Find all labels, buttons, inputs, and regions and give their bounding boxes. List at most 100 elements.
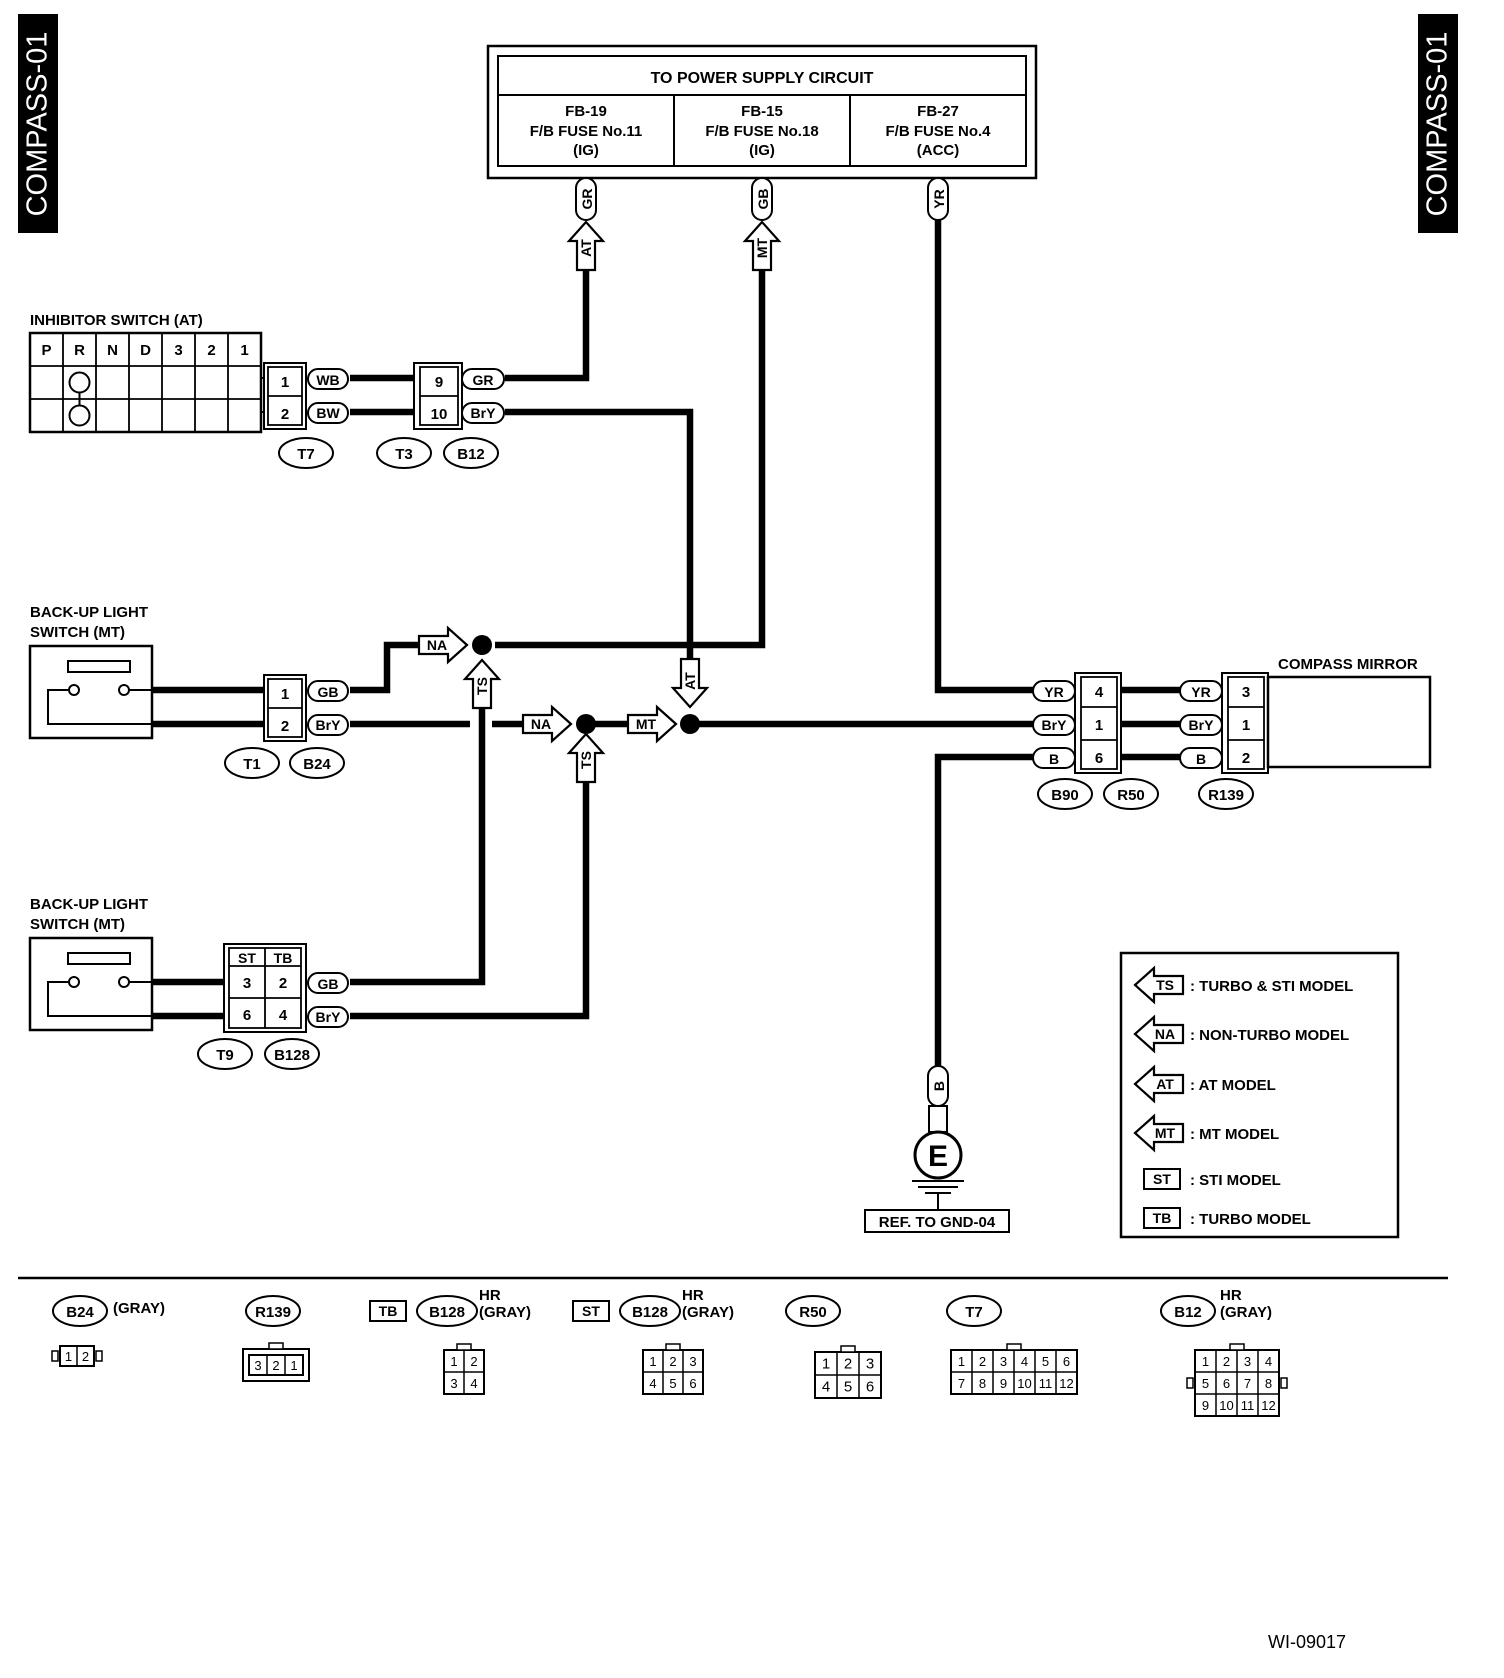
- wire-tag-bry-2: BrY: [307, 1006, 349, 1028]
- svg-text:BrY: BrY: [316, 717, 342, 733]
- svg-text:NA: NA: [427, 637, 447, 653]
- connector-pin-number: 4: [470, 1376, 477, 1391]
- inhibitor-position-label: 1: [240, 342, 248, 359]
- junction-dot: [472, 635, 492, 655]
- svg-text:B: B: [1049, 751, 1059, 767]
- connector-pin-number: 1: [822, 1356, 830, 1373]
- svg-text:2: 2: [281, 406, 289, 423]
- connector-pin-number: 7: [958, 1376, 965, 1391]
- svg-text:1: 1: [1095, 717, 1103, 734]
- fuse-3-mode: (ACC): [917, 142, 960, 159]
- connector-t7-symbol: 1 2: [263, 362, 307, 430]
- label-r139-face: R139: [245, 1295, 301, 1327]
- svg-text:2: 2: [281, 718, 289, 735]
- fuse-2-id: FB-15: [741, 103, 783, 120]
- connector-pin-number: 6: [1223, 1376, 1230, 1391]
- svg-text:T3: T3: [395, 446, 413, 463]
- connector-pin-number: 4: [1265, 1354, 1272, 1369]
- fuse-3-id: FB-27: [917, 103, 959, 120]
- connector-t9-b128-symbol: ST TB 3 2 6 4: [223, 943, 307, 1033]
- svg-text:TB: TB: [1153, 1210, 1172, 1226]
- compass-mirror-box: [1266, 675, 1432, 769]
- legend-flag-at: AT: [1133, 1065, 1185, 1103]
- wire-tag-gr-top: GR: [575, 177, 597, 221]
- svg-text:ST: ST: [1153, 1171, 1171, 1187]
- legend-box: [1119, 951, 1400, 1239]
- wire-tag-gb-2: GB: [307, 972, 349, 994]
- wire-gr: [505, 266, 590, 382]
- connector-pin-number: 2: [669, 1354, 676, 1369]
- label-r50-face: R50: [785, 1295, 841, 1327]
- svg-text:2: 2: [279, 975, 287, 992]
- backup-switch-2-symbol: [28, 936, 154, 1032]
- label-t9: T9: [197, 1038, 253, 1070]
- label-b24: B24: [289, 747, 345, 779]
- svg-text:GR: GR: [473, 372, 494, 388]
- label-r50: R50: [1103, 778, 1159, 810]
- backup-switch-1-label-line2: SWITCH (MT): [30, 624, 125, 641]
- svg-text:TS: TS: [578, 751, 594, 769]
- svg-text:2: 2: [1242, 750, 1250, 767]
- connector-pin-number: 6: [689, 1376, 696, 1391]
- wire-tag-bry: BrY: [461, 402, 505, 424]
- svg-text:TS: TS: [474, 677, 490, 695]
- svg-text:6: 6: [1095, 750, 1103, 767]
- power-supply-box: TO POWER SUPPLY CIRCUIT FB-19 F/B FUSE N…: [486, 44, 1038, 180]
- svg-text:B: B: [931, 1081, 947, 1091]
- svg-text:GB: GB: [755, 189, 771, 210]
- svg-text:3: 3: [243, 975, 251, 992]
- flag-ts-1: TS: [463, 658, 501, 710]
- connector-pin-number: 2: [470, 1354, 477, 1369]
- svg-text:E: E: [928, 1140, 948, 1173]
- connector-pin-number: 3: [866, 1356, 874, 1373]
- wire-gb-ts: [350, 708, 486, 986]
- connector-pin-number: 6: [1063, 1354, 1070, 1369]
- wire-bry-at: [505, 408, 694, 660]
- connector-pin-number: 5: [669, 1376, 676, 1391]
- connector-pin-number: 9: [1000, 1376, 1007, 1391]
- flag-na-1: NA: [417, 626, 469, 664]
- b128-tb-tag: TB: [369, 1300, 407, 1322]
- svg-text:YR: YR: [1191, 684, 1210, 700]
- wire-tag-gr: GR: [461, 368, 505, 390]
- wire-tag-bry-out: BrY: [1179, 714, 1223, 736]
- label-b90: B90: [1037, 778, 1093, 810]
- fuse-1-name: F/B FUSE No.11: [530, 123, 643, 140]
- svg-text:B90: B90: [1051, 787, 1079, 804]
- svg-text:6: 6: [243, 1007, 251, 1024]
- connector-pin-number: 7: [1244, 1376, 1251, 1391]
- svg-text:BW: BW: [316, 405, 340, 421]
- svg-text:AT: AT: [682, 672, 698, 690]
- wires: [152, 218, 1180, 1066]
- inhibitor-switch-label: INHIBITOR SWITCH (AT): [30, 312, 203, 329]
- svg-text:B: B: [1196, 751, 1206, 767]
- inhibitor-position-label: 2: [207, 342, 215, 359]
- wire-tag-bw: BW: [307, 402, 349, 424]
- svg-text:YR: YR: [1044, 684, 1063, 700]
- connector-pin-number: 1: [450, 1354, 457, 1369]
- label-t1: T1: [224, 747, 280, 779]
- legend-text-na: : NON-TURBO MODEL: [1190, 1027, 1349, 1044]
- connector-pin-number: 11: [1241, 1398, 1255, 1413]
- wire-tag-wb: WB: [307, 368, 349, 390]
- svg-text:B128: B128: [632, 1304, 668, 1321]
- connector-pin-number: 3: [254, 1358, 261, 1373]
- wire-tag-yr-in: YR: [1032, 680, 1076, 702]
- legend-text-mt: : MT MODEL: [1190, 1126, 1279, 1143]
- b128-st-hr: HR: [682, 1287, 704, 1304]
- svg-text:1: 1: [281, 686, 289, 703]
- svg-text:4: 4: [1095, 684, 1104, 701]
- svg-text:3: 3: [1242, 684, 1250, 701]
- inhibitor-position-label: P: [41, 342, 51, 359]
- connector-pin-number: 2: [82, 1349, 89, 1364]
- wire-tag-bry-1: BrY: [307, 714, 349, 736]
- b128-tb-color-note: (GRAY): [479, 1304, 531, 1321]
- flag-na-2: NA: [521, 705, 573, 743]
- wire-tag-yr-top: YR: [927, 177, 949, 221]
- wire-tag-b-in: B: [1032, 747, 1076, 769]
- connector-pin-number: 1: [649, 1354, 656, 1369]
- svg-text:MT: MT: [636, 716, 657, 732]
